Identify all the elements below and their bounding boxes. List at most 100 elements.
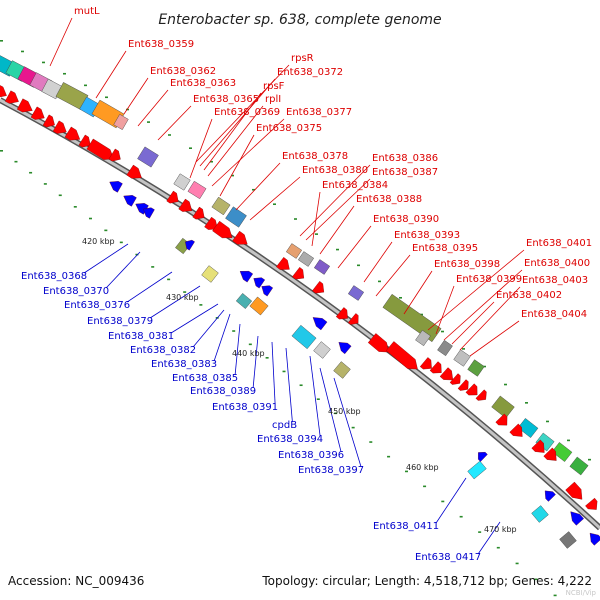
forward-gene-arrow-12 [166,190,179,204]
gene-label-reverse: Ent638_0383 [151,359,217,370]
inner-dot [441,500,445,503]
outer-dot [231,174,234,177]
forward-gene-arrow-34 [531,439,545,453]
forward-gene-arrow-30 [465,383,478,396]
leader-line-forward [451,301,495,345]
forward-gene-arrow-13 [178,198,193,212]
gene-label-reverse: Ent638_0411 [373,521,439,532]
reverse-gene-arrow-13 [570,511,584,526]
leader-line-forward [337,225,372,269]
gene-label-reverse: Ent638_0396 [278,450,344,461]
genome-axis [0,97,600,531]
leader-line-forward [443,269,523,341]
leader-line-forward [211,118,285,187]
leader-line-forward [199,78,276,167]
feature-box-18 [347,285,365,301]
leader-line-reverse [309,355,321,437]
inner-dot [265,357,269,359]
forward-gene-arrow-36 [565,481,583,500]
leader-line-forward [363,241,393,283]
gene-label-forward: rpsF [263,81,285,92]
forward-gene-arrow-37 [585,497,598,510]
inner-dot [232,330,236,332]
scale-tick-label: 440 kbp [232,349,265,358]
forward-gene-arrow-23 [367,333,390,353]
inner-dot [282,370,286,373]
inner-dot [29,171,33,174]
outer-dot [399,296,402,299]
leader-line-reverse [234,323,241,376]
gene-label-reverse: Ent638_0397 [298,465,364,476]
forward-gene-arrow-11 [126,164,142,179]
forward-gene-arrow-20 [312,281,325,294]
gene-label-forward: Ent638_0377 [286,107,352,118]
leader-line-forward [219,134,255,197]
gene-label-forward: Ent638_0384 [322,180,388,191]
inner-dot [351,426,355,429]
forward-gene-arrow-5 [42,114,55,128]
outer-dot [84,84,87,87]
gene-label-forward: rpsR [291,53,314,64]
gene-label-forward: Ent638_0362 [150,66,216,77]
inner-dot [423,485,427,488]
inner-feature-box-4 [249,296,269,316]
reverse-gene-arrow-3 [143,207,155,219]
feature-boxes [0,53,589,549]
inner-dot [515,562,519,565]
outer-dot [420,313,423,316]
outer-dot [588,458,591,461]
forward-gene-arrow-16 [212,220,233,239]
feature-box-17 [313,259,331,275]
inner-dot [135,253,139,256]
reverse-gene-arrow-8 [261,285,274,297]
gene-label-forward: Ent638_0387 [372,167,438,178]
forward-gene-arrow-3 [16,98,33,113]
leader-line-forward [203,92,262,171]
gene-label-forward: Ent638_0398 [434,259,500,270]
forward-gene-arrow-6 [52,120,67,134]
inner-dot [248,343,252,346]
inner-dot [405,470,408,473]
inner-dot [88,217,92,220]
inner-dot [104,229,108,232]
outer-dot [525,402,528,404]
inner-dot [459,515,463,518]
leader-line-reverse [435,477,467,524]
leader-line-forward [157,105,192,141]
leader-line-reverse [170,303,219,334]
leader-line-reverse [333,377,362,468]
forward-gene-arrow-24 [385,341,418,370]
feature-box-19 [382,293,442,343]
leader-line-reverse [149,285,201,319]
reverse-gene-arrow-6 [239,271,254,283]
feature-box-21 [437,339,453,357]
forward-gene-arrow-15 [204,216,218,230]
inner-dot [119,241,123,244]
outer-dot [315,233,318,235]
inner-dot [14,160,18,163]
gene-label-reverse: Ent638_0370 [43,286,109,297]
inner-feature-box-6 [313,341,331,359]
leader-line-forward [249,176,301,221]
forward-gene-arrow-31 [475,389,487,401]
gene-label-forward: Ent638_0369 [214,107,280,118]
inner-dot [73,206,77,208]
gene-arrows [0,84,600,546]
forward-gene-arrow-29 [457,379,469,391]
outer-dot [147,121,150,123]
leader-line-forward [49,17,73,67]
inner-feature-box-7 [333,361,351,379]
forward-gene-arrow-8 [78,134,91,148]
feature-box-10 [137,146,159,168]
forward-gene-arrow-32 [495,413,508,426]
gene-label-reverse: Ent638_0382 [130,345,196,356]
leader-line-forward [435,285,455,335]
axis-fill [0,98,600,530]
topology-text: Topology: circular; Length: 4,518,712 bp… [261,574,592,588]
outer-dot [462,348,465,350]
accession-text: Accession: NC_009436 [8,574,144,588]
gene-label-forward: Ent638_0365 [193,94,259,105]
inner-dot [553,594,557,597]
gene-label-forward: Ent638_0399 [456,274,522,285]
